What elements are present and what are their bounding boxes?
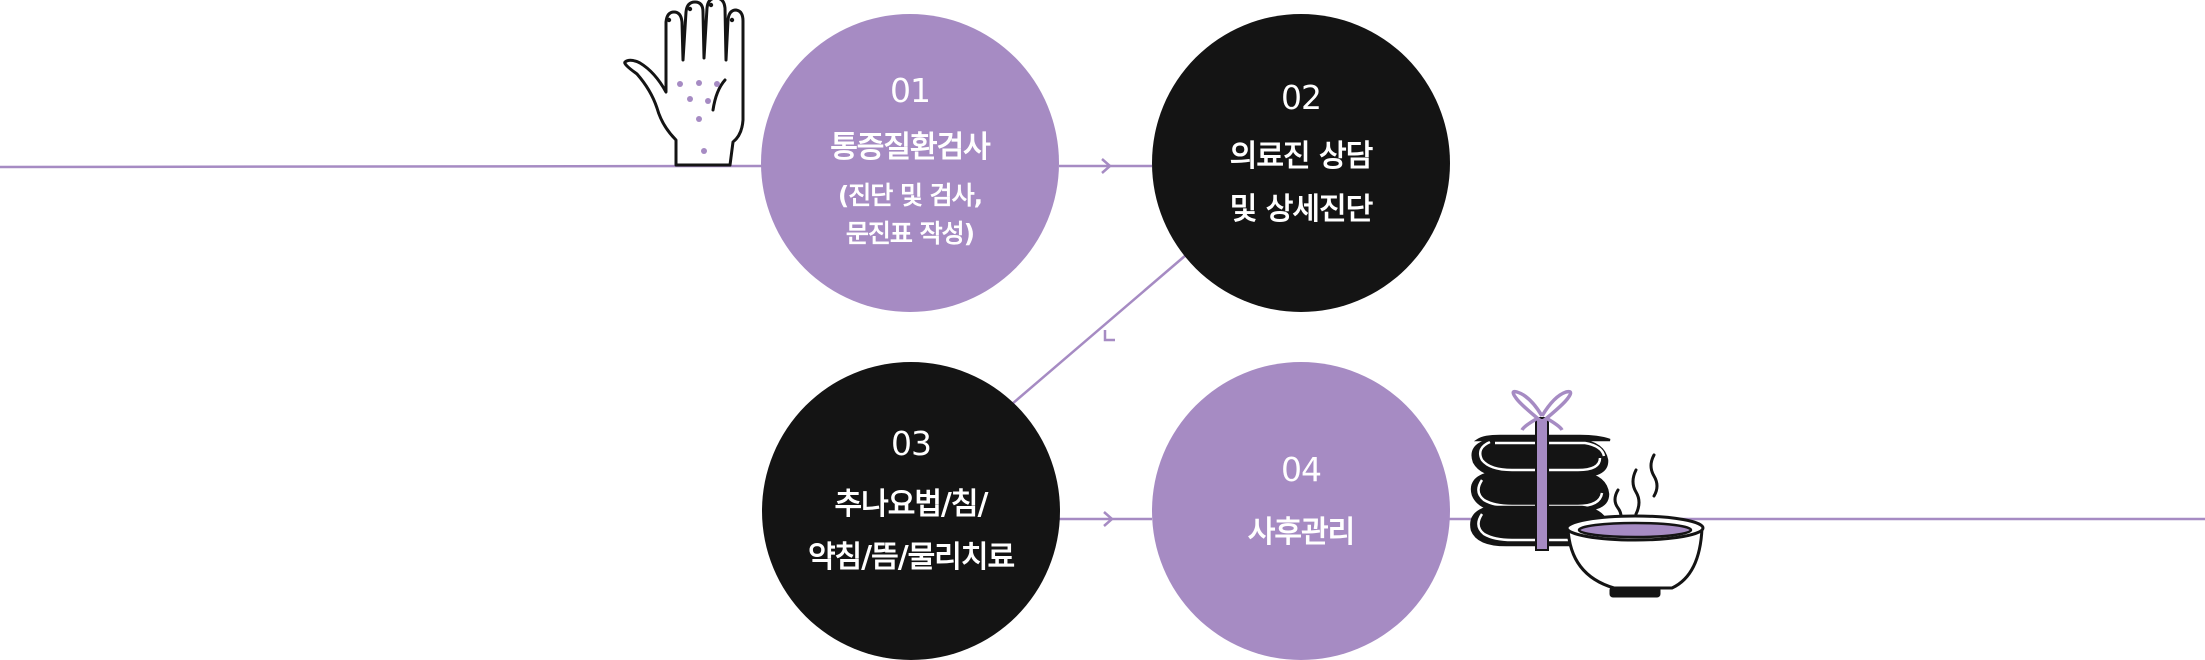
- step-01-detail: (진단 및 검사, 문진표 작성): [837, 177, 983, 253]
- step-01-detail-line-2: 문진표 작성): [845, 218, 975, 248]
- step-01-detail-line-1: (진단 및 검사,: [837, 180, 983, 210]
- step-02-title-line-2: 및 상세진단: [1229, 191, 1373, 227]
- arrow-step-03-to-04: [1103, 511, 1114, 527]
- arrow-step-01-to-02: [1101, 158, 1112, 174]
- step-02-circle: 02 의료진 상담 및 상세진단: [1152, 14, 1450, 312]
- step-01-title: 통증질환검사: [830, 129, 991, 165]
- steaming-bowl-icon: [1565, 453, 1705, 598]
- step-04-title: 사후관리: [1247, 514, 1355, 550]
- step-03-circle: 03 추나요법/침/ 약침/뜸/물리치료: [762, 362, 1060, 660]
- step-04-number: 04: [1281, 449, 1322, 489]
- step-01-circle: 01 통증질환검사 (진단 및 검사, 문진표 작성): [761, 14, 1059, 312]
- step-02-number: 02: [1281, 77, 1322, 117]
- step-04-circle: 04 사후관리: [1152, 362, 1450, 660]
- arrow-step-02-to-03: [1103, 330, 1115, 342]
- step-03-title-line-2: 약침/뜸/물리치료: [807, 539, 1015, 575]
- step-02-title-line-1: 의료진 상담: [1229, 138, 1373, 174]
- step-03-title-line-1: 추나요법/침/: [834, 486, 989, 522]
- step-03-title: 추나요법/침/ 약침/뜸/물리치료: [807, 478, 1015, 584]
- hand-icon: [623, 0, 745, 167]
- line-step-02-to-03: [1011, 254, 1187, 405]
- step-02-title: 의료진 상담 및 상세진단: [1229, 130, 1373, 236]
- line-left-to-step-01: [0, 164, 763, 169]
- step-03-number: 03: [891, 423, 932, 463]
- step-01-number: 01: [890, 70, 931, 110]
